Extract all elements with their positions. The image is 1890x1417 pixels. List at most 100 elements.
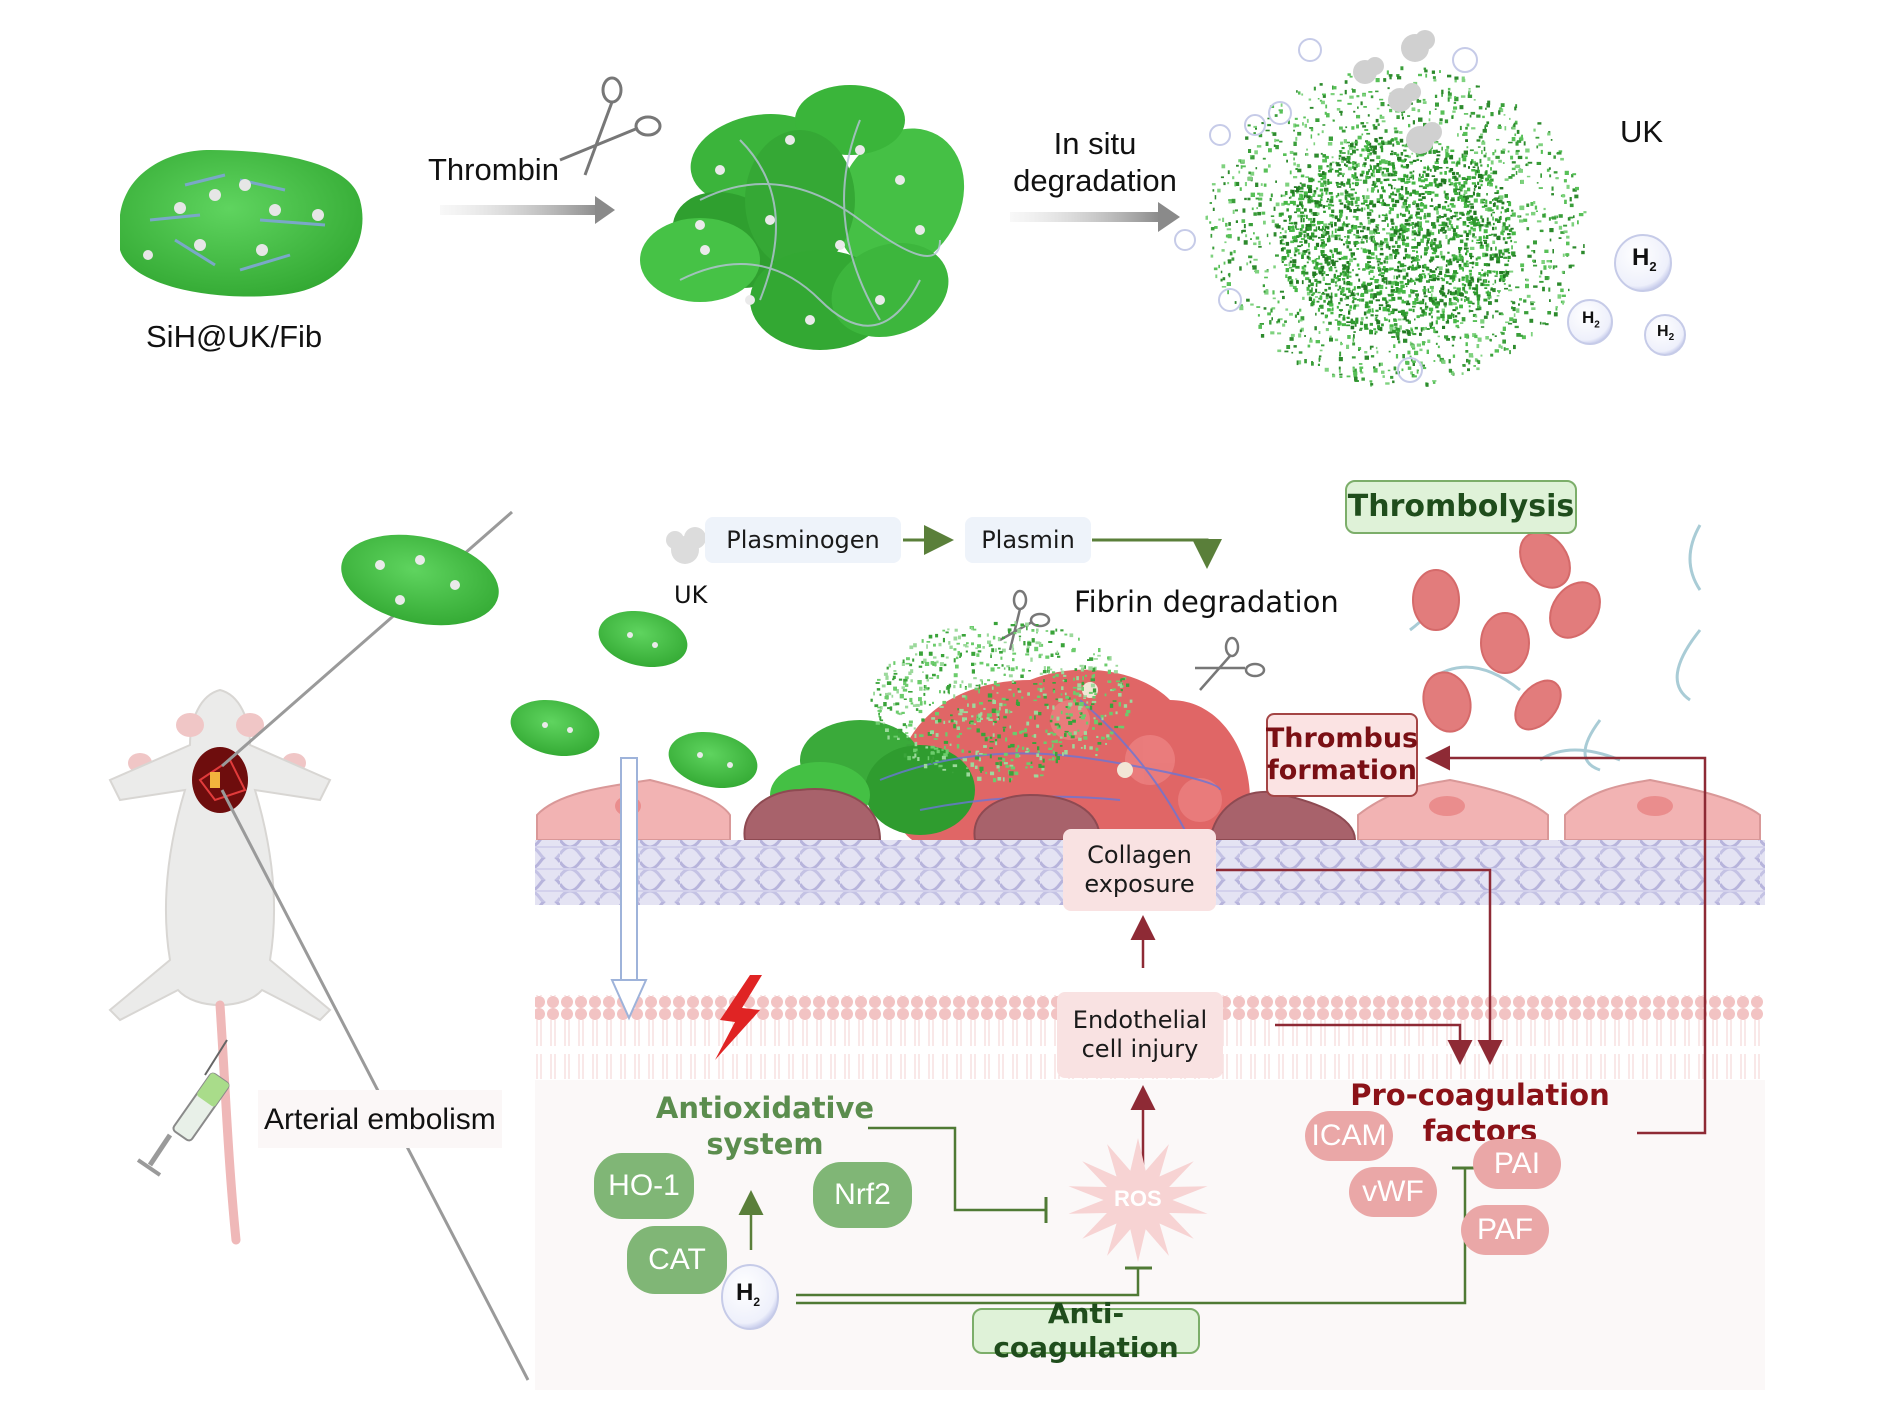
particle <box>1294 211 1297 214</box>
particle <box>1373 165 1377 170</box>
particle <box>945 631 949 634</box>
particle <box>977 644 981 649</box>
particle <box>1336 234 1341 237</box>
particle <box>1502 237 1506 241</box>
particle <box>1012 731 1017 736</box>
particle <box>1525 213 1529 216</box>
particle <box>1411 279 1415 282</box>
particle <box>1360 321 1364 326</box>
particle <box>1462 364 1466 367</box>
particle <box>1501 201 1505 205</box>
h2-label-medium: H2 <box>1582 308 1600 330</box>
particle <box>1271 317 1273 321</box>
particle <box>1392 191 1394 196</box>
particle <box>1439 70 1441 73</box>
particle <box>919 701 923 706</box>
particle <box>1050 630 1055 635</box>
particle <box>1330 292 1333 296</box>
particle <box>1033 683 1038 685</box>
particle <box>1381 186 1384 190</box>
particle <box>1329 337 1333 342</box>
particle <box>1351 356 1356 359</box>
particle <box>1377 325 1380 330</box>
particle <box>1336 186 1342 188</box>
particle <box>1362 179 1368 184</box>
particle <box>1494 192 1499 194</box>
particle <box>1365 204 1370 207</box>
particle <box>1438 215 1441 219</box>
particle <box>1508 201 1512 207</box>
particle <box>1353 304 1357 308</box>
particle <box>1426 232 1431 237</box>
particle <box>1555 306 1558 311</box>
particle <box>1296 360 1299 366</box>
particle <box>1406 167 1409 169</box>
particle <box>1316 212 1320 216</box>
particle <box>1478 236 1482 241</box>
particle <box>1320 196 1323 199</box>
particle <box>1367 308 1372 312</box>
particle <box>905 732 909 734</box>
particle <box>961 749 964 753</box>
particle <box>1440 110 1445 115</box>
particle <box>1394 255 1397 259</box>
particle <box>1092 667 1096 672</box>
particle <box>1347 166 1352 171</box>
particle <box>977 634 982 638</box>
particle <box>1392 164 1395 168</box>
particle <box>1359 329 1363 331</box>
particle <box>1471 176 1476 179</box>
particle <box>1281 194 1286 197</box>
particle <box>1445 153 1450 158</box>
particle <box>987 693 993 698</box>
particle <box>1290 257 1293 259</box>
particle <box>1376 291 1381 296</box>
particle <box>1442 231 1446 234</box>
particle <box>1483 298 1488 302</box>
particle <box>904 676 909 680</box>
particle <box>1487 280 1490 283</box>
particle <box>1513 122 1518 125</box>
particle <box>1436 301 1440 306</box>
particle <box>935 720 939 724</box>
particle <box>1434 161 1439 164</box>
particle <box>1506 216 1511 221</box>
particle <box>1480 241 1483 246</box>
particle <box>1338 278 1341 282</box>
particle <box>1442 325 1446 329</box>
particle <box>1378 274 1381 276</box>
particle <box>1297 131 1302 136</box>
particle <box>1472 320 1478 322</box>
particle <box>1308 185 1312 190</box>
particle <box>975 647 979 650</box>
particle <box>1349 305 1353 309</box>
particle <box>1270 331 1275 335</box>
particle <box>1250 303 1254 306</box>
particle <box>1446 259 1450 263</box>
particle <box>1364 351 1368 354</box>
particle <box>1439 270 1443 275</box>
particle <box>1379 181 1383 185</box>
particle <box>1551 186 1554 191</box>
particle <box>1411 181 1416 185</box>
particle <box>1444 273 1447 278</box>
particle <box>1395 327 1400 331</box>
particle <box>1123 704 1128 708</box>
particle <box>984 737 988 742</box>
particle <box>1353 331 1356 333</box>
particle <box>1400 164 1404 168</box>
particle <box>1227 182 1230 185</box>
particle <box>880 719 884 722</box>
particle <box>1369 230 1374 235</box>
particle <box>1362 236 1368 239</box>
particle <box>1410 371 1413 375</box>
particle <box>1445 264 1448 267</box>
particle <box>1359 173 1364 177</box>
particle <box>1262 284 1265 288</box>
particle <box>1027 749 1030 752</box>
particle <box>1531 307 1536 310</box>
particle <box>1297 249 1300 252</box>
particle <box>1433 329 1436 333</box>
particle <box>1438 182 1443 187</box>
particle <box>1224 241 1227 244</box>
